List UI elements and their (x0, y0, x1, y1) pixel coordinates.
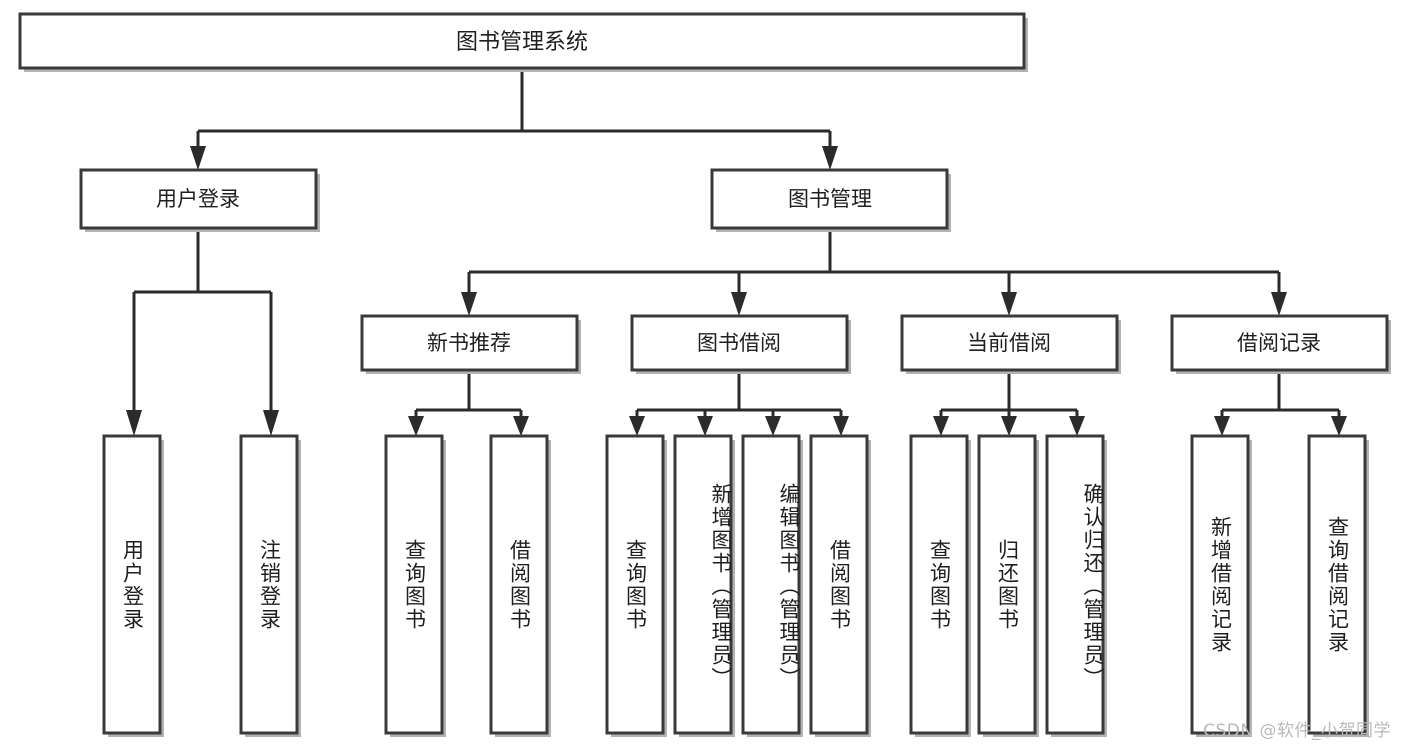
node-bb-add-book-box (673, 434, 733, 735)
node-root[interactable]: 图书管理系统 (18, 12, 1028, 72)
node-new-book-recommend-label: 新书推荐 (427, 331, 511, 355)
connector-group-borrow-record (1214, 374, 1347, 436)
arrowhead-user-login-do (126, 410, 142, 436)
connector-group-user-login (126, 232, 279, 436)
node-cb-query-book[interactable] (909, 434, 971, 737)
arrowhead-nbr-query-book (408, 416, 424, 436)
arrowhead-bb-query-book (629, 416, 645, 436)
node-new-book-recommend-box (360, 314, 579, 372)
node-bb-query-book[interactable] (605, 434, 667, 737)
connector-group-book-borrow (629, 374, 849, 436)
connector-group-new-book-recommend (408, 374, 529, 436)
node-current-borrow-box (900, 314, 1119, 372)
node-user-login-box (79, 168, 318, 230)
arrowhead-br-add-record (1214, 416, 1230, 436)
arrowhead-user-logout (263, 410, 279, 436)
node-nbr-borrow-book-box (489, 434, 549, 735)
arrowhead-book-borrow (731, 292, 747, 316)
node-br-query-record-box (1307, 434, 1367, 735)
node-bb-query-book-box (605, 434, 665, 735)
node-book-borrow[interactable]: 图书借阅 (630, 314, 851, 374)
node-bb-add-book[interactable] (673, 434, 735, 737)
node-borrow-record[interactable]: 借阅记录 (1170, 314, 1391, 374)
arrowhead-bb-borrow-book (833, 416, 849, 436)
node-bb-edit-book-box (741, 434, 801, 735)
node-br-query-record[interactable] (1307, 434, 1369, 737)
node-user-logout[interactable] (239, 434, 301, 737)
node-nbr-borrow-book[interactable] (489, 434, 551, 737)
arrowhead-br-query-record (1331, 416, 1347, 436)
arrowhead-borrow-record (1271, 292, 1287, 316)
arrowhead-new-book-recommend (461, 292, 477, 316)
node-br-add-record-box (1190, 434, 1250, 735)
node-book-borrow-label: 图书借阅 (697, 331, 781, 355)
arrowhead-user-login (190, 146, 206, 170)
node-bb-edit-book[interactable] (741, 434, 803, 737)
node-cb-return-book[interactable] (977, 434, 1039, 737)
node-cb-return-book-box (977, 434, 1037, 735)
node-book-management[interactable]: 图书管理 (710, 168, 951, 232)
node-borrow-record-label: 借阅记录 (1237, 331, 1321, 355)
node-book-borrow-box (630, 314, 849, 372)
connector-group-current-borrow (933, 374, 1085, 436)
arrowhead-bb-add-book (697, 416, 713, 436)
node-user-login-do-box (102, 434, 162, 735)
leaf-boxes (102, 434, 1369, 737)
node-borrow-record-box (1170, 314, 1389, 372)
node-bb-borrow-book-box (809, 434, 869, 735)
node-new-book-recommend[interactable]: 新书推荐 (360, 314, 581, 374)
node-root-label: 图书管理系统 (456, 30, 588, 55)
node-cb-confirm-return[interactable] (1045, 434, 1107, 737)
node-cb-confirm-return-box (1045, 434, 1105, 735)
node-cb-query-book-box (909, 434, 969, 735)
arrowhead-book-management (822, 146, 838, 170)
node-current-borrow[interactable]: 当前借阅 (900, 314, 1121, 374)
node-user-login-label: 用户登录 (156, 187, 240, 211)
node-user-login[interactable]: 用户登录 (79, 168, 320, 232)
node-user-logout-box (239, 434, 299, 735)
arrowhead-cb-confirm-return (1069, 416, 1085, 436)
csdn-watermark: CSDN @软件_小贺同学 (1203, 721, 1391, 741)
connector-group-root (190, 68, 838, 170)
node-user-login-do[interactable] (102, 434, 164, 737)
node-current-borrow-label: 当前借阅 (967, 331, 1051, 355)
node-br-add-record[interactable] (1190, 434, 1252, 737)
arrowhead-bb-edit-book (765, 416, 781, 436)
node-nbr-query-book-box (384, 434, 444, 735)
node-nbr-query-book[interactable] (384, 434, 446, 737)
connector-group-book-management (461, 232, 1287, 316)
arrowhead-cb-query-book (933, 416, 949, 436)
node-root-box (18, 12, 1026, 70)
node-book-management-label: 图书管理 (788, 187, 872, 211)
arrowhead-cb-return-book (1001, 416, 1017, 436)
node-bb-borrow-book[interactable] (809, 434, 871, 737)
node-book-management-box (710, 168, 949, 230)
arrowhead-current-borrow (1001, 292, 1017, 316)
arrowhead-nbr-borrow-book (513, 416, 529, 436)
